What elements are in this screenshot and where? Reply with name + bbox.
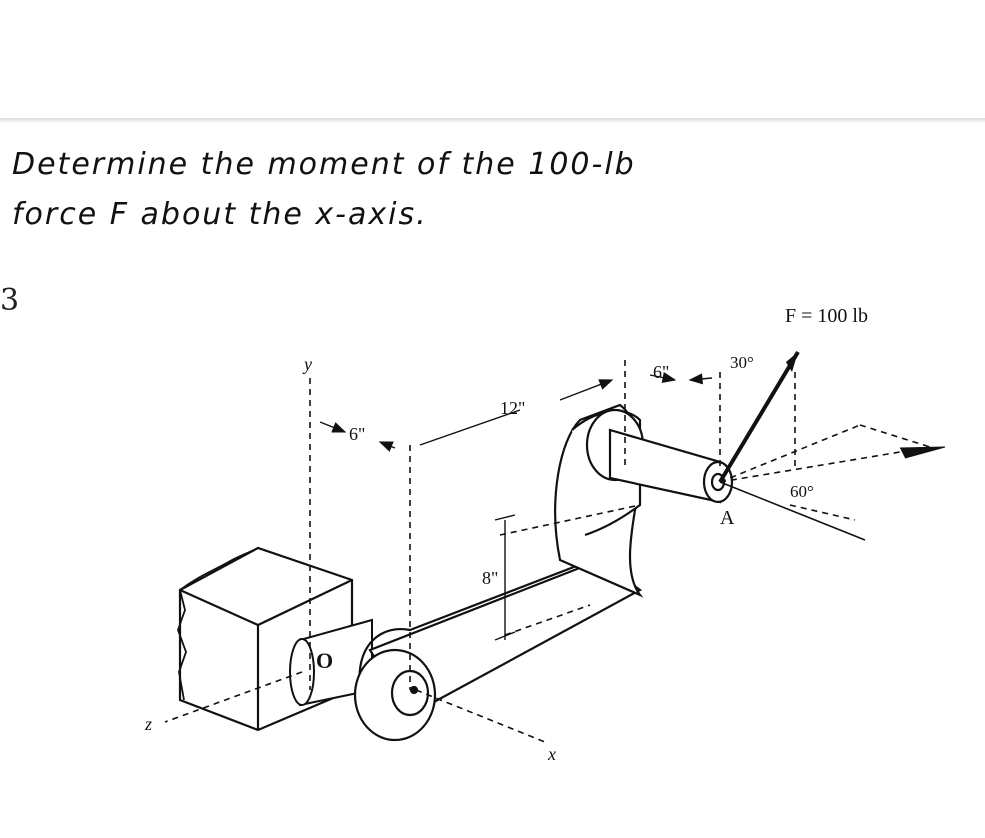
axis-z-label: z [144,714,152,734]
force-label: F = 100 lb [785,305,868,327]
point-o-label: O [316,648,333,673]
problem-line-1: Determine the moment of the 100-lb [12,147,636,182]
force-projection-3 [859,424,931,448]
x-axis-line [415,689,546,743]
horizontal-dashed [789,504,856,521]
force-projection-2 [719,424,861,483]
projection-arrowhead [899,446,946,459]
dim-6-left: 6" [349,424,365,444]
x-parallel-line [719,481,866,541]
force-vector [718,350,800,484]
axis-x-label: x [547,744,556,764]
force-projection-1 [719,446,931,483]
dim-12: 12" [500,398,525,418]
crank-centerline-lower [504,604,591,636]
axis-y-label: y [302,354,312,374]
angle-60: 60° [790,482,814,501]
dimension-lines [319,372,713,641]
force-arrowhead [786,352,798,372]
point-a-label: A [720,507,735,529]
dim-6-right: 6" [653,362,669,382]
problem-line-2: force F about the x-axis. [12,197,428,232]
angle-30: 30° [730,353,754,372]
vertical-crank [554,403,645,598]
problem-statement: Determine the moment of the 100-lb force… [12,140,972,240]
shaft-o [289,618,373,707]
z-axis-line [164,671,303,723]
axes [164,360,931,743]
crank-centerline-upper [499,504,641,536]
dim-8: 8" [482,568,498,588]
top-margin [0,0,985,118]
problem-number: 3 [0,283,20,318]
page-edge-shadow [0,118,985,124]
shaft-a [608,428,734,504]
